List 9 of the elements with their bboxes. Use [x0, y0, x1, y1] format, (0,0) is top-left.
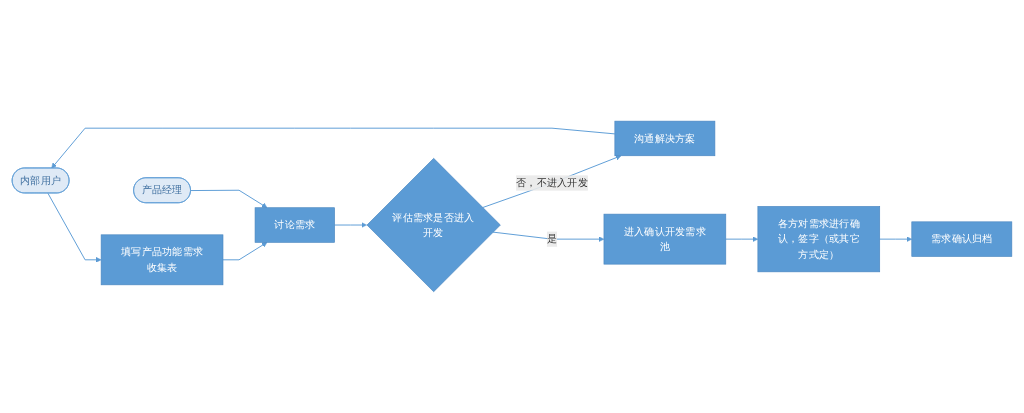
- node-diamond: 评估需求是否进入开发: [366, 158, 501, 293]
- node-box: 讨论需求: [254, 207, 335, 243]
- node-box: 各方对需求进行确认，签字（或其它方式定）: [757, 206, 881, 273]
- edge-label: 是: [546, 232, 558, 245]
- node-box: 填写产品功能需求收集表: [100, 234, 224, 286]
- node-box: 需求确认归档: [911, 221, 1013, 257]
- node-box: 沟通解决方案: [614, 120, 716, 157]
- node-box: 进入确认开发需求池: [603, 213, 727, 265]
- edge-label: 否，不进入开发: [516, 176, 588, 189]
